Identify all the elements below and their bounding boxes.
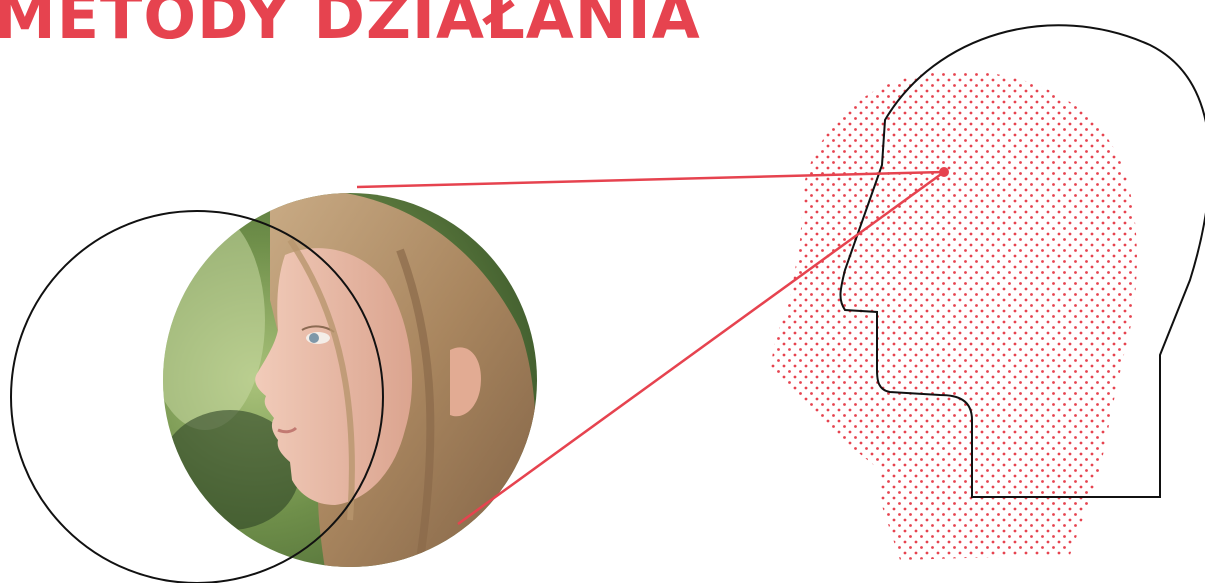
focus-point: [939, 167, 949, 177]
halftone-head-shape: [770, 71, 1137, 560]
child-photo: [145, 189, 540, 583]
